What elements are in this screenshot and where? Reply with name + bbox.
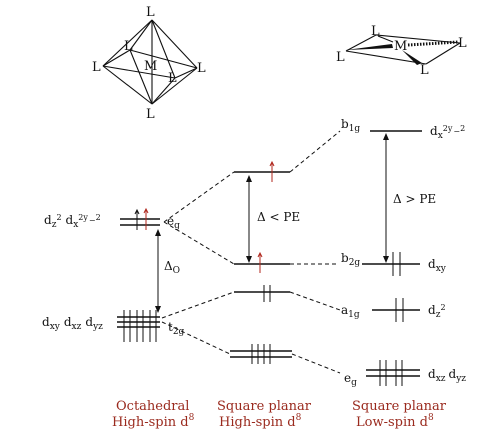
oct-ligand-bottom: L [146, 107, 155, 122]
square-planar-molecule: L L L L M [336, 24, 467, 78]
octahedral-eg-level [120, 207, 160, 230]
caption-sp-low-line1: Square planar [352, 399, 447, 414]
correlation-lines [161, 130, 341, 374]
sp-ligand-back: L [371, 24, 380, 39]
oct-ligand-right: L [197, 61, 206, 76]
sp-low-a1g-label: a1g [341, 303, 360, 320]
sp-low-a1g-level [372, 298, 420, 322]
sp-low-a1g-orbital: dz2 [428, 303, 446, 320]
wedge-bond-left [346, 44, 393, 50]
caption-sp-high-line1: Square planar [217, 399, 312, 414]
delta-lt-pe-label: Δ < PE [257, 210, 300, 224]
sp-low-b1g-label: b1g [341, 117, 360, 134]
sp-metal: M [394, 39, 407, 54]
oct-t2g-label: t2g [168, 320, 185, 337]
oct-ligand-front: L [168, 71, 177, 86]
oct-metal: M [144, 59, 157, 74]
caption-sp-high-line2: High-spin d8 [219, 413, 302, 430]
sp-high-bottom-level [230, 344, 292, 364]
delta-gt-pe-label: Δ > PE [393, 192, 436, 206]
wedge-bond-front [402, 50, 422, 65]
sp-low-eg-label: eg [344, 371, 357, 388]
caption-octahedral-line2: High-spin d8 [112, 413, 195, 430]
octahedral-molecule: L L L L L L M [92, 5, 206, 122]
oct-eg-label: eg [167, 214, 180, 231]
delta-o-arrow [155, 229, 161, 313]
hash-bond-right [407, 40, 459, 47]
sp-ligand-left: L [336, 50, 345, 65]
sp-ligand-right: L [458, 36, 467, 51]
delta-o-label: ΔO [164, 259, 180, 276]
oct-ligand-back: L [124, 39, 133, 54]
delta-lt-pe-arrow [246, 175, 252, 263]
sp-low-b2g-level [362, 252, 420, 276]
octahedral-t2g-level [117, 310, 160, 342]
sp-low-eg-level [366, 360, 420, 386]
sp-low-b1g-orbital: dx2y−2 [430, 124, 465, 141]
sp-high-upper-mid-level [234, 251, 290, 273]
oct-ligand-left: L [92, 60, 101, 75]
sp-low-b2g-orbital: dxy [428, 257, 447, 274]
sp-high-top-level [234, 160, 290, 182]
sp-high-lower-mid-level [234, 285, 290, 302]
delta-gt-pe-arrow [383, 133, 389, 263]
caption-octahedral-line1: Octahedral [116, 399, 189, 414]
sp-low-b2g-label: b2g [341, 251, 360, 268]
caption-sp-low-line2: Low-spin d8 [356, 413, 434, 430]
oct-ligand-top: L [146, 5, 155, 20]
sp-ligand-front: L [420, 63, 429, 78]
